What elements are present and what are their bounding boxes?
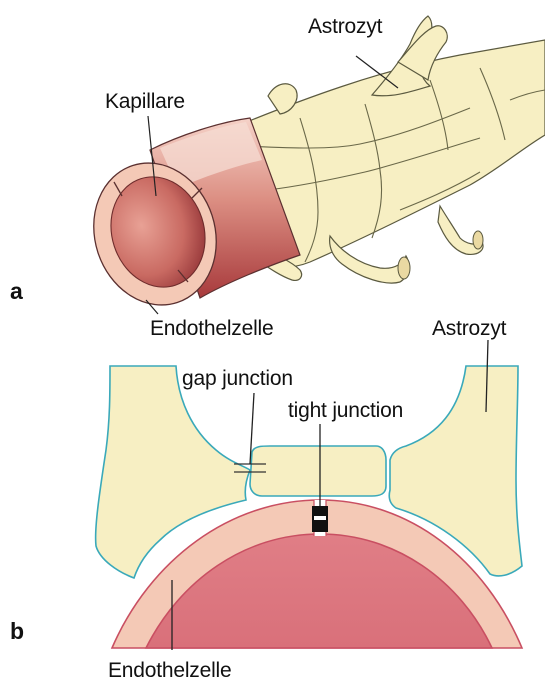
astrocyte-process-end2: [473, 231, 483, 249]
panel-letter-b: b: [10, 618, 24, 645]
label-tight-junction: tight junction: [288, 400, 403, 421]
panel-letter-a: a: [10, 278, 23, 305]
label-astrozyt-b: Astrozyt: [432, 318, 506, 339]
label-astrozyt-a: Astrozyt: [308, 16, 382, 37]
label-kapillare: Kapillare: [105, 91, 185, 112]
panel-a-capillary-illustration: [76, 16, 545, 321]
label-gap-junction: gap junction: [182, 368, 293, 389]
label-endothelzelle-b: Endothelzelle: [108, 660, 232, 681]
astrocyte-endfoot-middle: [250, 446, 386, 496]
label-endothelzelle-a: Endothelzelle: [150, 318, 274, 339]
astrocyte-process-end1: [398, 257, 410, 279]
panel-b-section-diagram: [96, 340, 522, 650]
